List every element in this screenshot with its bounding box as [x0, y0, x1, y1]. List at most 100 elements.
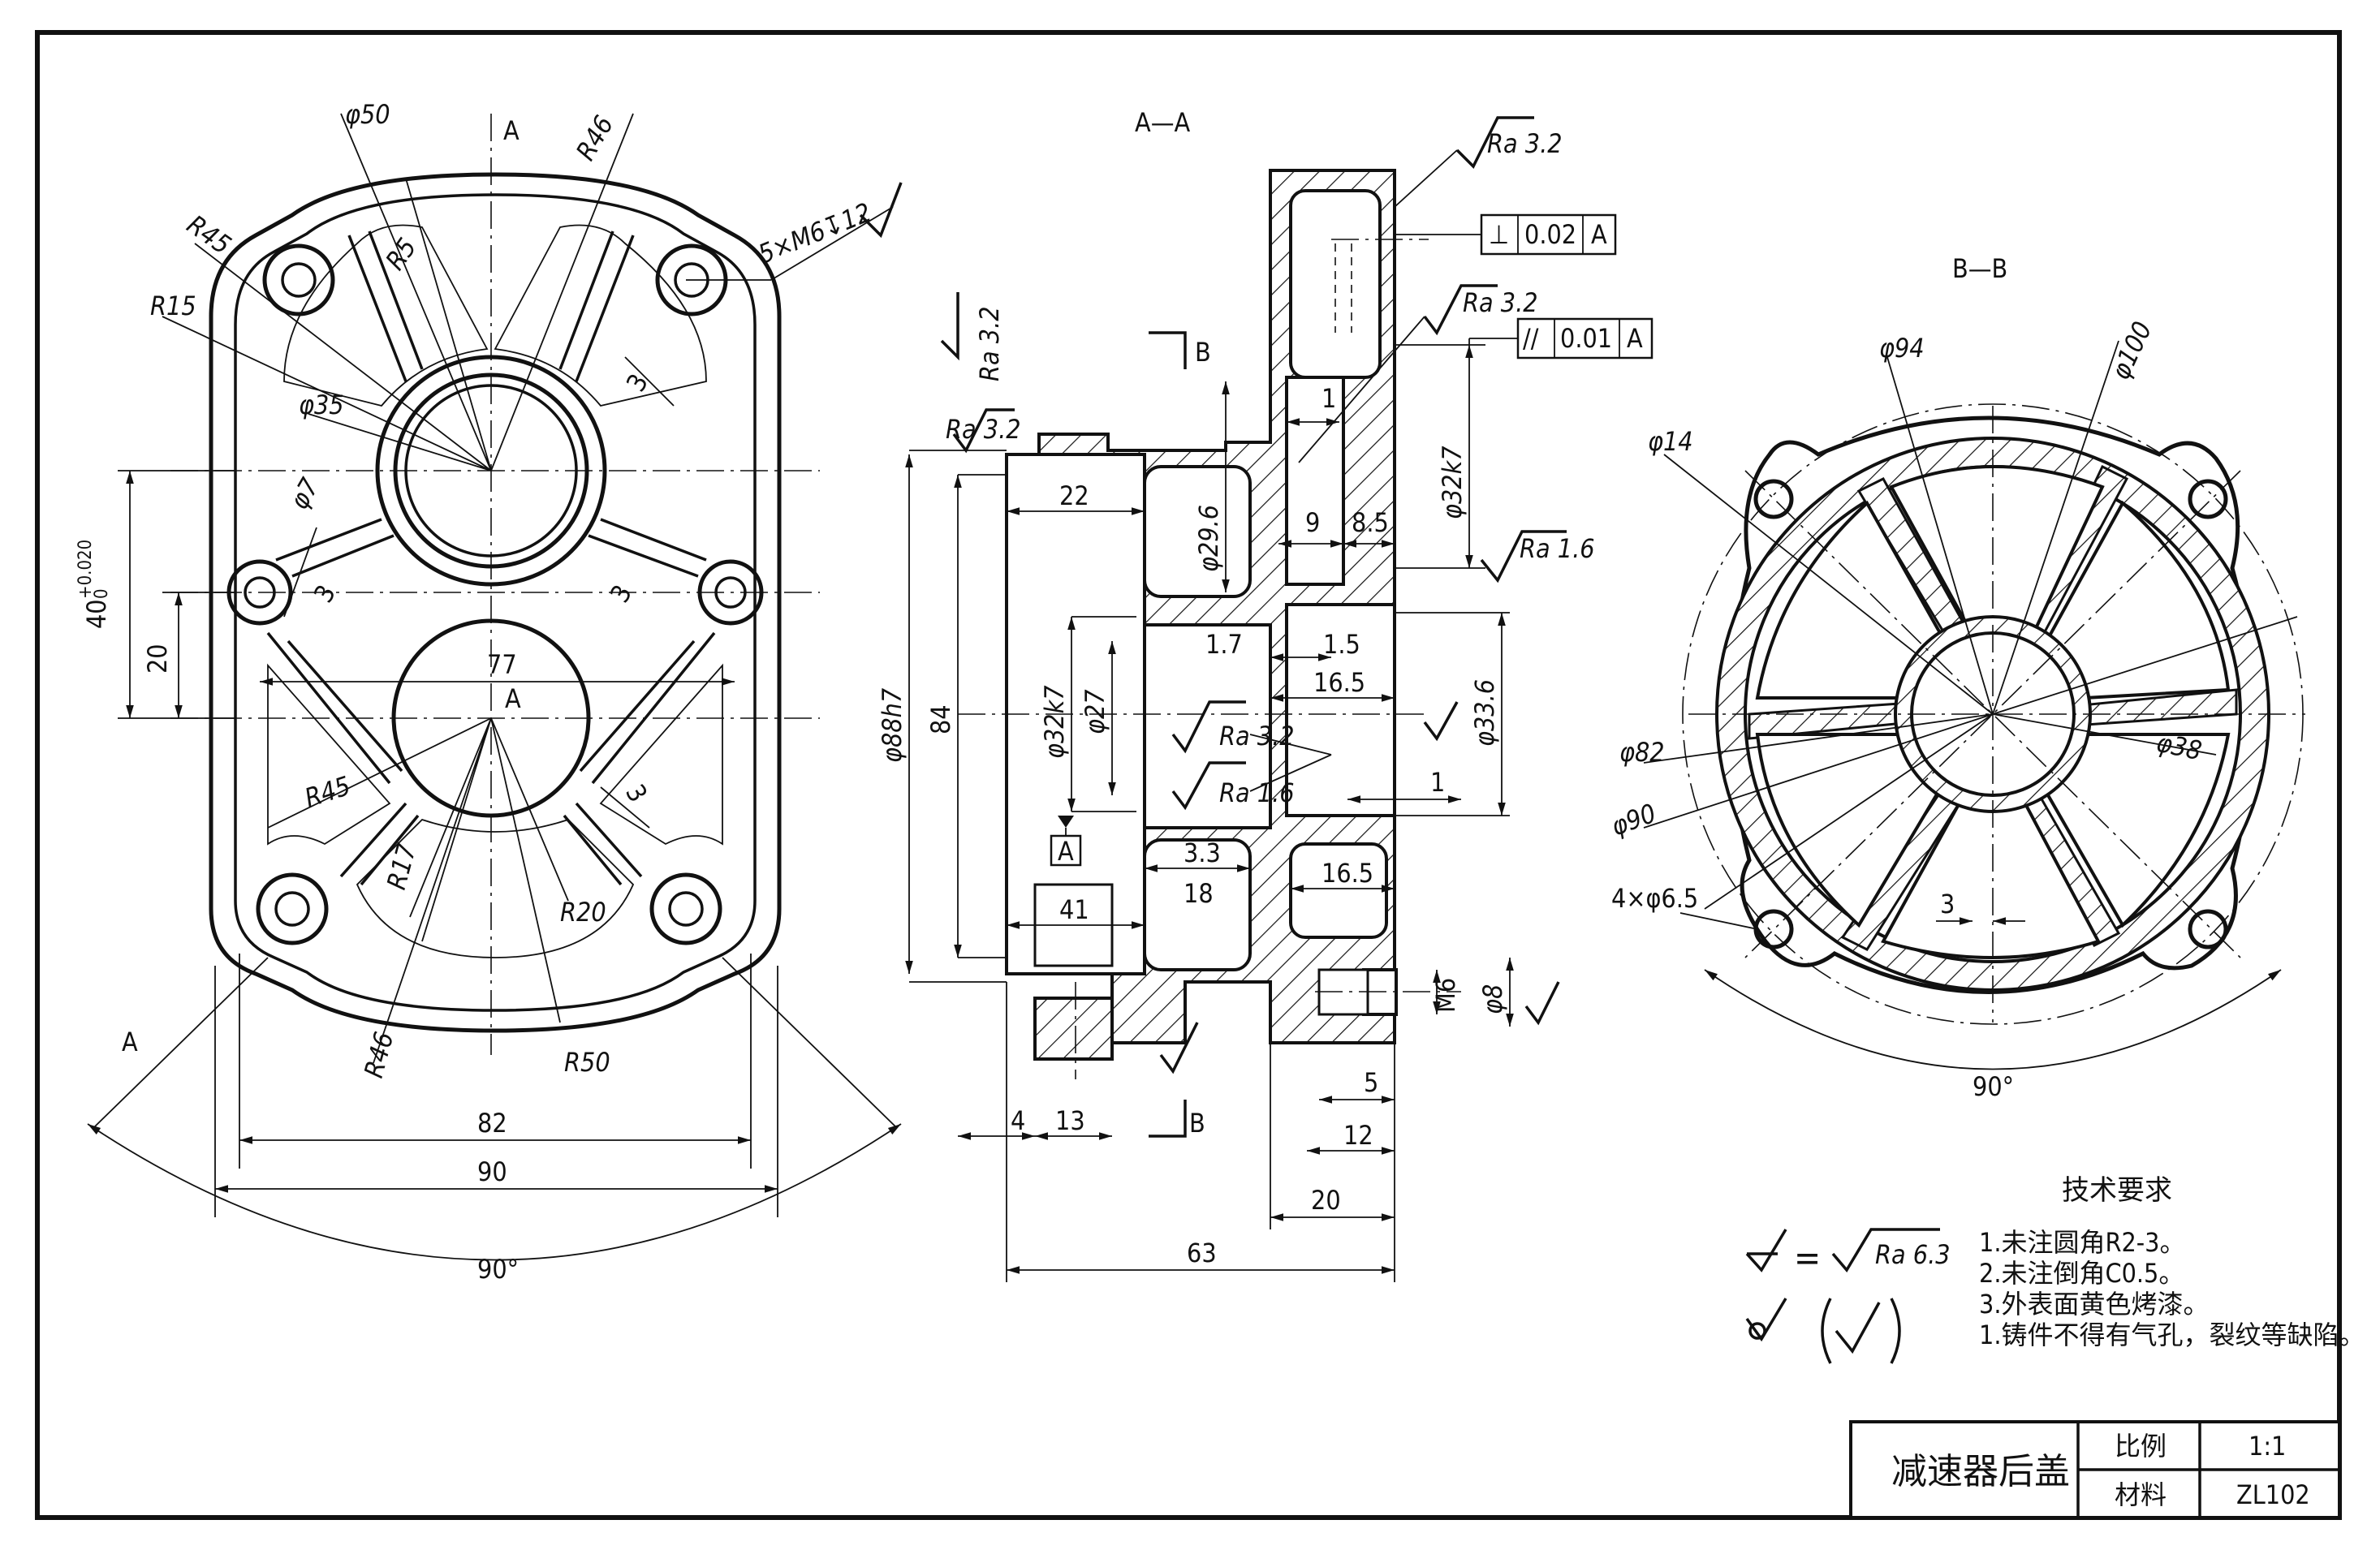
dim-8-5: 8.5	[1352, 507, 1389, 538]
ra-4: Ra 3.2	[974, 306, 1005, 381]
dim-77: 77	[487, 649, 517, 680]
dim-20-front: 20	[142, 644, 173, 674]
dim-r5: R5	[379, 232, 422, 275]
ra-3: Ra 3.2	[946, 414, 1021, 445]
dim-r20: R20	[560, 897, 606, 928]
dim-1-right: 1	[1430, 767, 1445, 798]
dim-4xphi6-5: 4×φ6.5	[1611, 883, 1698, 914]
dim-13: 13	[1055, 1105, 1085, 1136]
dim-phi90: φ90	[1607, 798, 1660, 842]
part-name: 减速器后盖	[1891, 1451, 2070, 1492]
notes-ra63: Ra 6.3	[1875, 1239, 1951, 1270]
note-2: 2.未注倒角C0.5。	[1979, 1258, 2184, 1289]
dim-41: 41	[1059, 894, 1089, 925]
section-bb-view: B—B	[1607, 253, 2305, 1102]
dim-r17: R17	[381, 840, 423, 893]
dim-phi88h7: φ88h7	[877, 687, 908, 763]
dim-r45-top: R45	[181, 209, 236, 260]
scale-label: 比例	[2115, 1431, 2167, 1462]
dim-r15: R15	[150, 291, 196, 321]
notes-title: 技术要求	[2062, 1174, 2172, 1207]
dim-90deg: 90°	[477, 1254, 519, 1285]
dim-3-b: 3	[308, 579, 342, 608]
dim-phi27: φ27	[1080, 689, 1110, 734]
dim-r45-low: R45	[301, 770, 355, 814]
dim-3-3: 3.3	[1184, 837, 1221, 868]
dim-12: 12	[1343, 1120, 1373, 1151]
dim-22: 22	[1059, 480, 1089, 511]
material-value: ZL102	[2236, 1479, 2310, 1510]
dim-90deg-bb: 90°	[1973, 1071, 2014, 1102]
gdt-2-symbol: //	[1523, 323, 1539, 354]
dim-phi94: φ94	[1879, 333, 1925, 364]
note-3: 3.外表面黄色烤漆。	[1979, 1289, 2209, 1320]
dim-63: 63	[1187, 1238, 1217, 1268]
dim-r50: R50	[564, 1047, 610, 1078]
dim-phi100: φ100	[2105, 316, 2158, 384]
material-label: 材料	[2115, 1479, 2167, 1510]
note-4: 1.铸件不得有气孔，裂纹等缺陷。	[1979, 1320, 2365, 1350]
dim-phi35: φ35	[299, 390, 344, 420]
dim-1-5: 1.5	[1323, 629, 1360, 660]
dim-phi32k7-low: φ32k7	[1039, 685, 1070, 759]
as-cast-icon	[1745, 1298, 1787, 1342]
scale-value: 1:1	[2248, 1431, 2286, 1462]
note-1: 1.未注圆角R2-3。	[1979, 1227, 2185, 1258]
dim-m6: M6	[1430, 978, 1461, 1013]
dim-phi29-6: φ29.6	[1193, 505, 1224, 572]
dim-90: 90	[477, 1156, 507, 1187]
dim-3-bb: 3	[1940, 889, 1955, 919]
dim-phi50: φ50	[345, 99, 390, 130]
ra-5: Ra 1.6	[1520, 533, 1595, 564]
dim-18: 18	[1184, 878, 1214, 909]
gdt-2-datum: A	[1627, 323, 1643, 354]
section-mark-a-top: A	[503, 115, 520, 146]
dim-phi33-6: φ33.6	[1469, 679, 1500, 747]
dim-phi82: φ82	[1619, 737, 1665, 768]
gdt-1-symbol: ⊥	[1489, 219, 1509, 250]
dim-3-c: 3	[604, 579, 638, 608]
dim-phi32k7-top: φ32k7	[1437, 446, 1468, 519]
dim-3-d: 3	[619, 779, 653, 807]
dim-phi14: φ14	[1648, 426, 1693, 457]
gdt-1-tol: 0.02	[1524, 219, 1576, 250]
section-mark-b-top: B	[1195, 337, 1211, 368]
dim-82: 82	[477, 1108, 507, 1139]
section-bb-title: B—B	[1952, 253, 2007, 284]
roughness-icon	[1745, 1229, 1787, 1272]
tol-base-40: 40	[81, 599, 112, 629]
gdt-frame-perpendicularity: ⊥ 0.02 A	[1395, 213, 1617, 256]
bracketed-roughness-icon	[1835, 1302, 1881, 1354]
dim-1-7: 1.7	[1205, 629, 1243, 660]
section-mark-a-left: A	[122, 1027, 138, 1057]
section-aa-title: A—A	[1135, 107, 1190, 138]
center-label-a: A	[505, 683, 521, 714]
section-aa-view: A—A	[877, 107, 1595, 1282]
dim-5: 5	[1364, 1067, 1378, 1098]
drawing-frame	[35, 30, 2342, 1520]
gdt-2-tol: 0.01	[1560, 323, 1612, 354]
dim-phi7: φ7	[283, 472, 326, 515]
tol-lower: 0	[92, 588, 112, 599]
gdt-frame-parallelism: // 0.01 A	[1468, 317, 1653, 360]
technical-notes: 技术要求 = Ra 6.3 1.未注圆角R2-3。 2.未注倒角C0.5。 3.…	[1745, 1174, 2365, 1364]
roughness-ra-icon	[1831, 1228, 1940, 1272]
dim-4: 4	[1011, 1105, 1025, 1136]
dim-16-5-mid: 16.5	[1313, 667, 1365, 698]
notes-equals: =	[1794, 1238, 1821, 1279]
datum-a-label: A	[1058, 836, 1074, 867]
section-mark-b-bottom: B	[1189, 1108, 1205, 1139]
ra-2: Ra 3.2	[1463, 287, 1538, 318]
tol-upper: +0.020	[75, 540, 96, 599]
dim-phi8: φ8	[1477, 984, 1508, 1014]
gdt-1-datum: A	[1591, 219, 1607, 250]
dim-84: 84	[925, 704, 956, 734]
dim-20-aa: 20	[1311, 1185, 1341, 1216]
dim-16-5-low: 16.5	[1322, 858, 1373, 889]
dim-5xm6: 5×M6↧12	[754, 196, 876, 269]
dim-9: 9	[1305, 507, 1320, 538]
front-view: φ50 R46 R45 R5 5×M6↧12 R15 φ35 3 φ7 3 3 …	[75, 99, 903, 1285]
dim-1-top: 1	[1322, 383, 1336, 414]
ra-6: Ra 3.2	[1219, 721, 1295, 751]
